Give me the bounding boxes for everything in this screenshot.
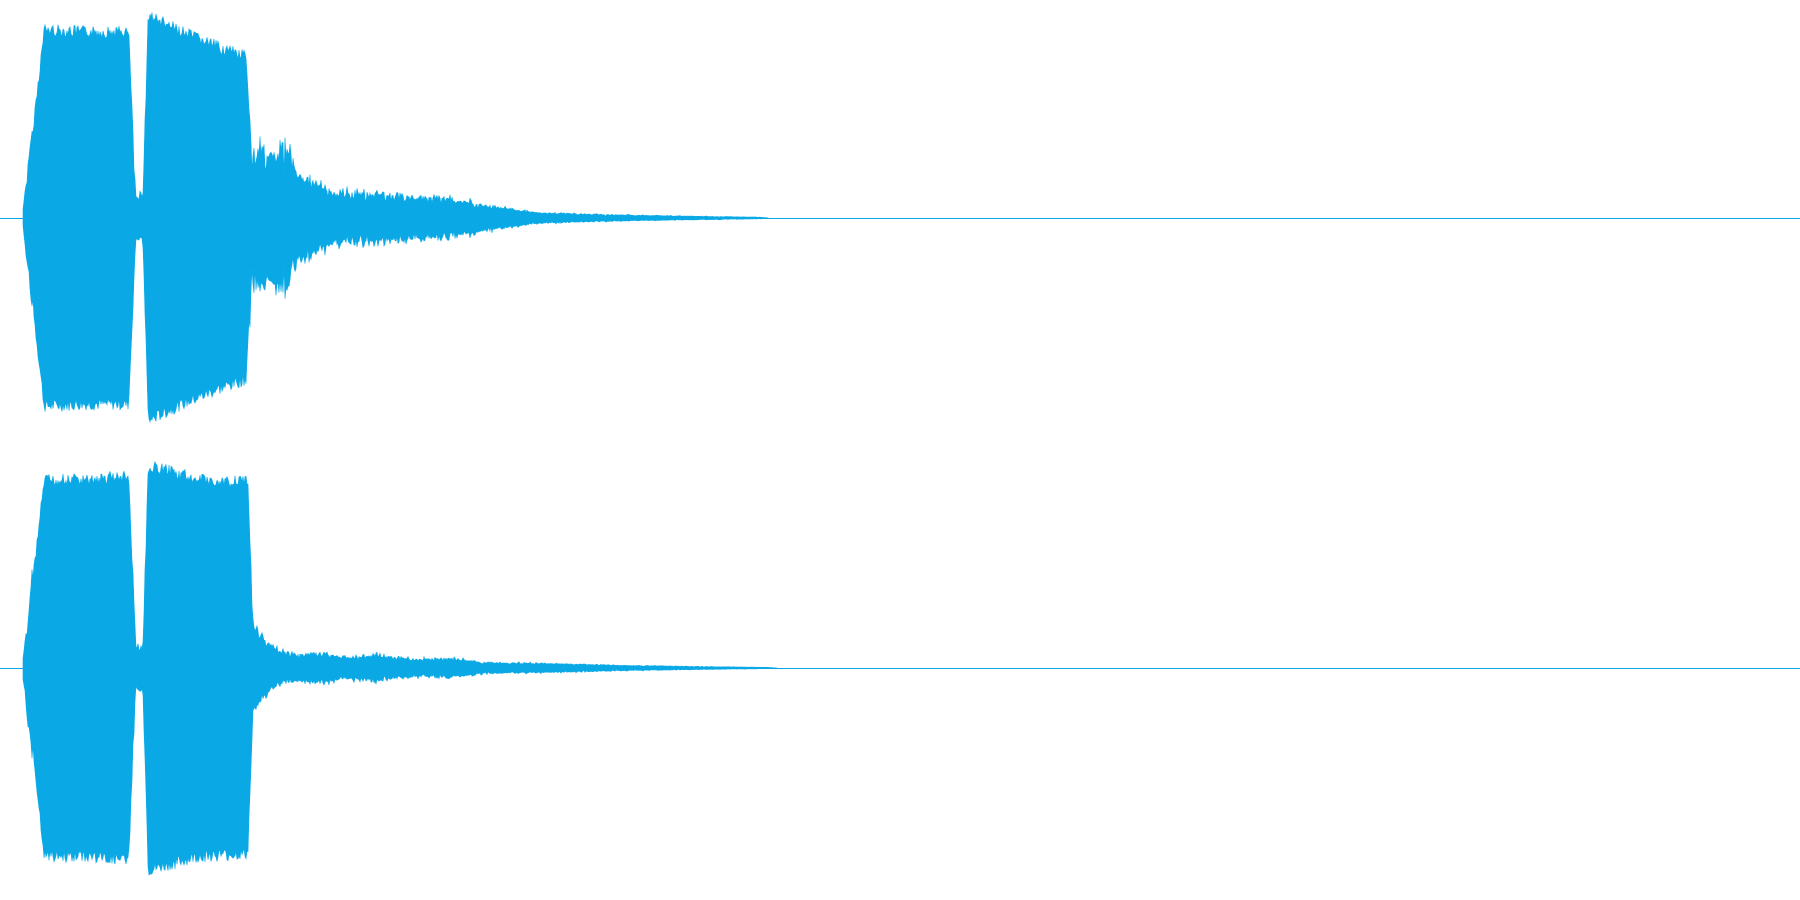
channels-group: [0, 12, 1800, 876]
channel-1-waveform: [0, 12, 1800, 423]
channel-2-envelope: [22, 461, 778, 876]
channel-1-envelope: [22, 12, 769, 423]
channel-2-waveform: [0, 461, 1800, 876]
